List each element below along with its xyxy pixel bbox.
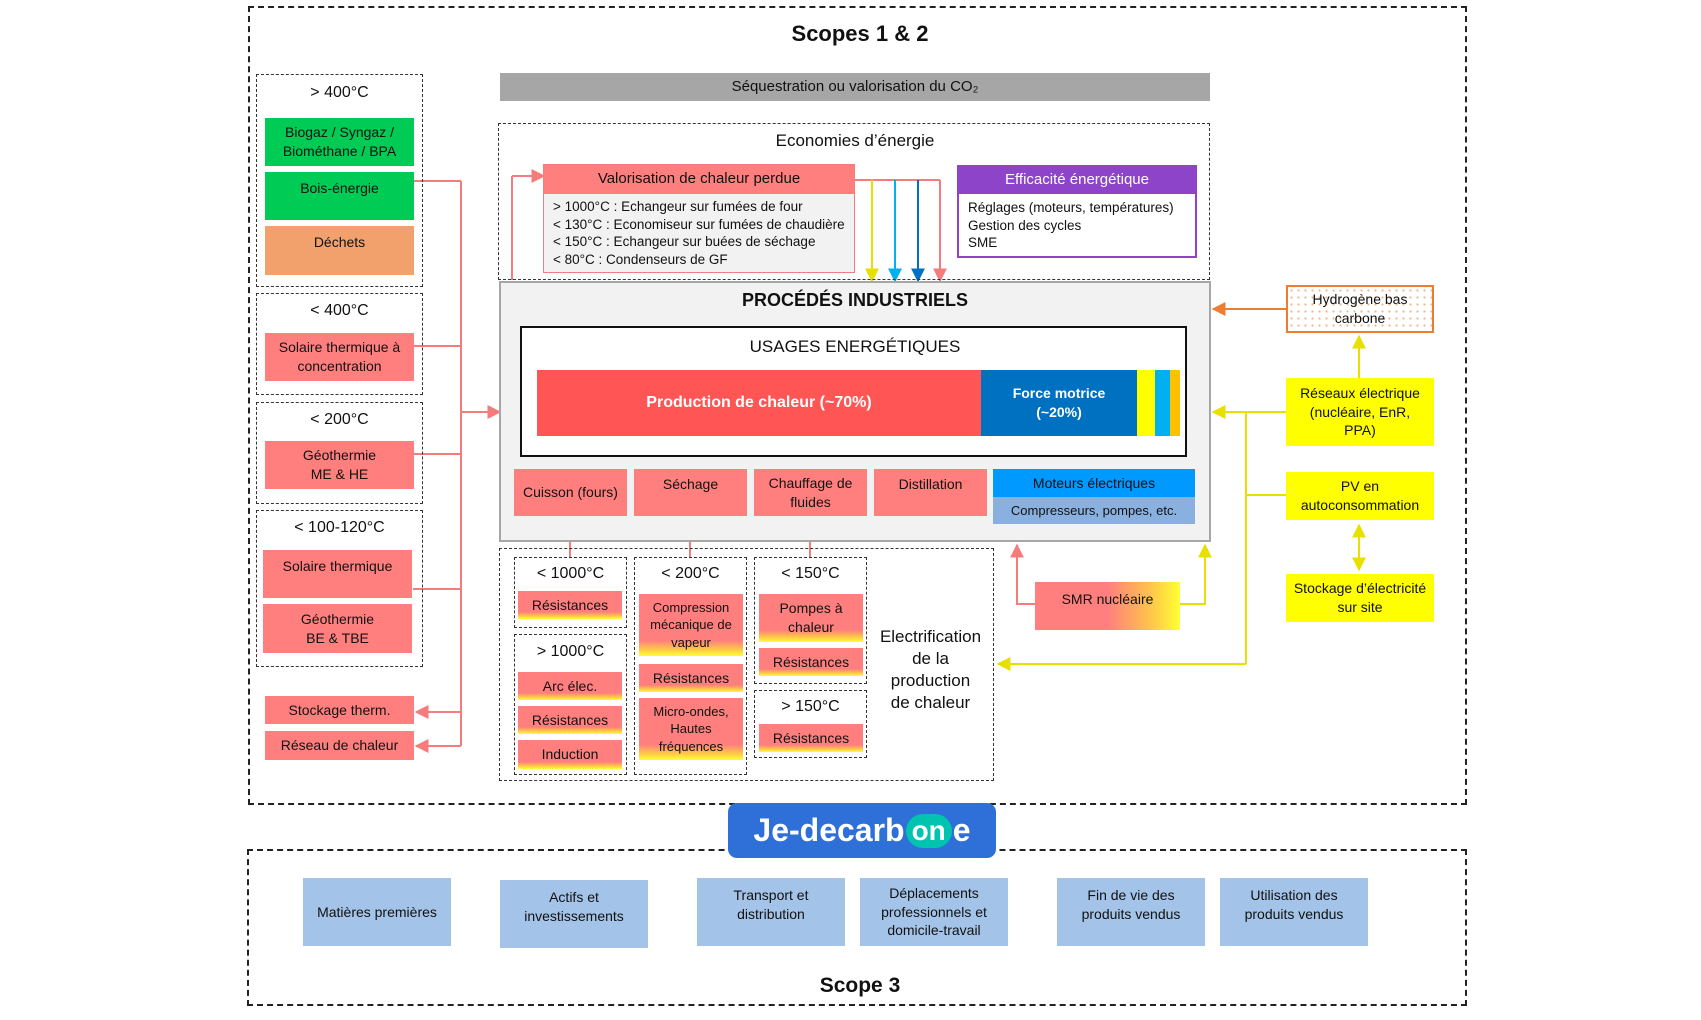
group-400 — [256, 293, 423, 395]
process-distillation: Distillation — [874, 469, 987, 516]
efficacite-line: SME — [968, 235, 998, 250]
group-400-title: < 400°C — [310, 302, 369, 320]
reseaux-electrique: Réseaux électrique (nucléaire, EnR, PPA) — [1286, 378, 1434, 446]
bar-segment-cyan — [1155, 370, 1170, 436]
group-400plus — [256, 74, 423, 287]
reseau-chaleur: Réseau de chaleur — [265, 731, 414, 760]
elec-col1-bottom — [514, 634, 627, 775]
economies-title: Economies d’énergie — [775, 131, 935, 150]
elec-pompes-chaleur: Pompes à chaleur — [759, 594, 863, 642]
electrification-label: Electrification de la production de chal… — [879, 626, 982, 713]
scope3-fin-de-vie: Fin de vie des produits vendus — [1057, 878, 1205, 946]
elec-arc: Arc élec. — [518, 672, 622, 700]
elec-resistances: Résistances — [759, 724, 863, 752]
source-geothermie-me-he: Géothermie ME & HE — [265, 441, 414, 489]
source-dechets: Déchets — [265, 226, 414, 275]
logo-text-right: e — [952, 812, 971, 848]
process-sechage: Séchage — [634, 469, 747, 516]
bar-segment-chaleur: Production de chaleur (~70%) — [537, 370, 981, 436]
moteurs-box: Moteurs électriques Compresseurs, pompes… — [993, 469, 1195, 524]
group-400plus-title: > 400°C — [310, 84, 369, 102]
source-biogaz: Biogaz / Syngaz / Biométhane / BPA — [265, 118, 414, 166]
process-chauffage: Chauffage de fluides — [754, 469, 867, 516]
elec-col1-bottom-title: > 1000°C — [536, 643, 605, 661]
scope3-deplacements: Déplacements professionnels et domicile-… — [860, 878, 1008, 946]
bar-segment-chaleur-label: Production de chaleur (~70%) — [646, 394, 872, 411]
source-geothermie-be-tbe: Géothermie BE & TBE — [263, 604, 412, 653]
valorisation-lines: > 1000°C : Echangeur sur fumées de four … — [544, 194, 854, 268]
stockage-thermique: Stockage therm. — [265, 696, 414, 724]
logo-text-mid: on — [905, 813, 952, 848]
process-cuisson: Cuisson (fours) — [514, 469, 627, 516]
elec-col3-bottom — [754, 690, 867, 758]
elec-induction: Induction — [518, 740, 622, 769]
elec-resistances: Résistances — [759, 648, 863, 676]
hydrogene-box: Hydrogène bas carbone — [1286, 285, 1434, 333]
elec-resistances: Résistances — [639, 664, 743, 692]
bar-segment-amber — [1170, 370, 1180, 436]
elec-col3-bottom-title: > 150°C — [781, 698, 840, 716]
bar-segment-yellow — [1137, 370, 1155, 436]
group-200-title: < 200°C — [310, 411, 369, 429]
elec-col3-top-title: < 150°C — [781, 565, 840, 583]
group-200 — [256, 402, 423, 504]
efficacite-box: Efficacité énergétique Réglages (moteurs… — [957, 165, 1197, 258]
sequestration-bar: Séquestration ou valorisation du CO₂ — [500, 73, 1210, 101]
valorisation-header: Valorisation de chaleur perdue — [544, 165, 854, 194]
group-100-title: < 100-120°C — [294, 519, 385, 537]
group-100 — [256, 510, 423, 667]
moteurs-sub: Compresseurs, pompes, etc. — [993, 497, 1195, 524]
elec-col2 — [634, 557, 747, 775]
valorisation-box: Valorisation de chaleur perdue > 1000°C … — [543, 164, 855, 273]
elec-compression: Compression mécanique de vapeur — [639, 594, 743, 656]
elec-col1-top-title: < 1000°C — [536, 565, 605, 583]
source-bois: Bois-énergie — [265, 172, 414, 220]
scopes12-title: Scopes 1 & 2 — [791, 21, 929, 46]
procedes-title: PROCÉDÉS INDUSTRIELS — [741, 289, 969, 310]
source-solaire-concentration: Solaire thermique à concentration — [265, 333, 414, 381]
elec-resistances: Résistances — [518, 591, 622, 619]
smr-nucleaire: SMR nucléaire — [1035, 582, 1180, 630]
efficacite-header: Efficacité énergétique — [959, 167, 1195, 194]
electrification-frame — [499, 548, 994, 781]
elec-col3-top — [754, 557, 867, 684]
scope3-title: Scope 3 — [819, 974, 901, 997]
elec-col2-title: < 200°C — [661, 565, 720, 583]
scope3-utilisation: Utilisation des produits vendus — [1220, 878, 1368, 946]
source-solaire-thermique: Solaire thermique — [263, 550, 412, 598]
valorisation-line: < 80°C : Condenseurs de GF — [553, 251, 728, 267]
scope3-actifs: Actifs et investissements — [500, 880, 648, 948]
efficacite-lines: Réglages (moteurs, températures) Gestion… — [959, 194, 1195, 252]
bar-segment-force: Force motrice (~20%) — [981, 370, 1137, 436]
elec-resistances: Résistances — [518, 706, 622, 734]
pv-autoconsommation: PV en autoconsommation — [1286, 472, 1434, 520]
elec-micro-ondes: Micro-ondes, Hautes fréquences — [639, 698, 743, 760]
scope3-matieres: Matières premières — [303, 878, 451, 946]
logo-text-left: Je-decarb — [753, 812, 905, 848]
elec-col1-top — [514, 557, 627, 628]
usages-title: USAGES ENERGÉTIQUES — [749, 337, 961, 356]
valorisation-line: < 130°C : Economiseur sur fumées de chau… — [553, 216, 845, 232]
efficacite-line: Réglages (moteurs, températures) — [968, 200, 1174, 215]
scope3-transport: Transport et distribution — [697, 878, 845, 946]
stockage-electricite: Stockage d’électricité sur site — [1286, 574, 1434, 622]
je-decarbone-logo: Je-decarb on e — [728, 803, 996, 858]
valorisation-line: > 1000°C : Echangeur sur fumées de four — [553, 199, 803, 214]
sequestration-label: Séquestration ou valorisation du CO₂ — [731, 77, 979, 95]
valorisation-line: < 150°C : Echangeur sur buées de séchage — [553, 234, 816, 249]
bar-segment-force-label: Force motrice (~20%) — [1012, 385, 1106, 420]
efficacite-line: Gestion des cycles — [968, 217, 1082, 233]
moteurs-header: Moteurs électriques — [993, 469, 1195, 497]
economies-frame — [498, 123, 1210, 280]
hydrogene-label: Hydrogène bas carbone — [1312, 291, 1408, 326]
usages-bar: Production de chaleur (~70%) Force motri… — [537, 370, 1180, 436]
